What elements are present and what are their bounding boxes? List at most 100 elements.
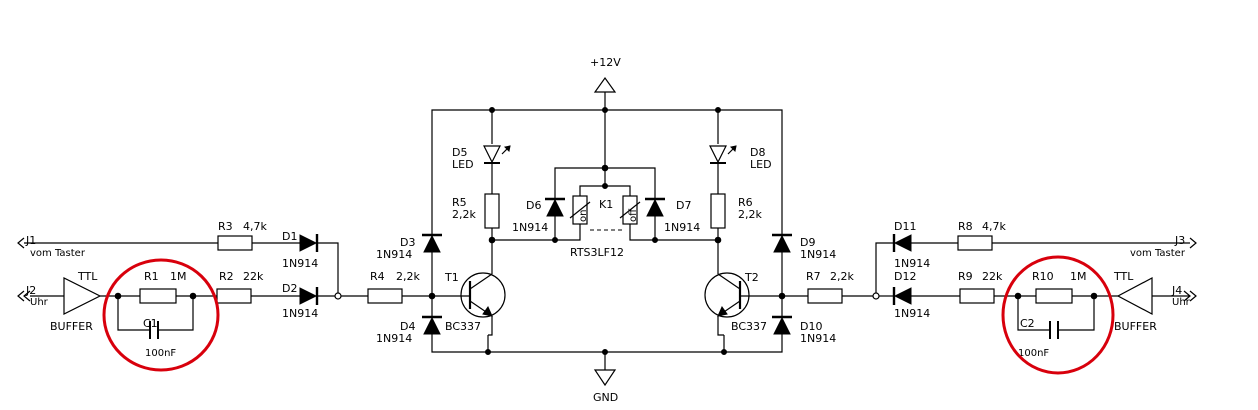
resistor-r7: R7 2,2k — [806, 270, 854, 304]
r9-value: 22k — [982, 270, 1003, 283]
supply-symbol: +12V — [590, 56, 621, 93]
led-d8: D8 LED — [709, 145, 772, 194]
r3-value: 4,7k — [243, 220, 267, 233]
resistor-r8: R8 4,7k — [957, 220, 1006, 251]
connector-j1: J1 vom Taster — [17, 234, 86, 259]
d10-ref: D10 — [800, 320, 822, 333]
highlight-circle-left — [102, 258, 220, 372]
resistor-r10: R10 1M — [1032, 270, 1087, 304]
relay-ref: K1 — [599, 198, 613, 211]
d3-value: 1N914 — [376, 248, 412, 261]
d8-value: LED — [750, 158, 772, 171]
t2-ref: T2 — [744, 271, 759, 284]
diode-d12: D12 1N914 — [892, 270, 930, 320]
diode-d2: D2 1N914 — [282, 282, 318, 320]
relay-k1: K1 RTS3LF12 on off — [554, 164, 656, 259]
transistor-t2: T2 BC337 — [704, 271, 767, 336]
t1-ref: T1 — [444, 271, 459, 284]
diode-d11: D11 1N914 — [892, 220, 930, 270]
diode-d10: D10 1N914 — [772, 296, 836, 345]
d10-value: 1N914 — [800, 332, 836, 345]
supply-label: +12V — [590, 56, 621, 69]
d4-ref: D4 — [400, 320, 415, 333]
r7-value: 2,2k — [830, 270, 854, 283]
diode-d9: D9 1N914 — [772, 233, 836, 296]
capacitor-c1: C1 100nF — [143, 317, 176, 359]
d9-ref: D9 — [800, 236, 815, 249]
j3-ref: J3 — [1174, 234, 1185, 247]
d4-value: 1N914 — [376, 332, 412, 345]
j1-desc: vom Taster — [30, 248, 86, 259]
j4-desc: Uhr — [1172, 297, 1191, 308]
j1-ref: J1 — [25, 234, 36, 247]
r4-value: 2,2k — [396, 270, 420, 283]
connector-j4: J4 Uhr — [1171, 284, 1197, 308]
r9-ref: R9 — [958, 270, 973, 283]
d11-value: 1N914 — [894, 257, 930, 270]
capacitor-c2: C2 100nF — [1018, 317, 1059, 359]
r2-ref: R2 — [219, 270, 234, 283]
connector-j2: J2 Uhr — [17, 284, 49, 308]
r6-ref: R6 — [738, 196, 753, 209]
relay-coil-off: off — [628, 208, 639, 222]
j4-ref: J4 — [1171, 284, 1182, 297]
diode-d6: D6 1N914 — [512, 197, 565, 234]
d6-value: 1N914 — [512, 221, 548, 234]
d1-value: 1N914 — [282, 257, 318, 270]
d6-ref: D6 — [526, 199, 541, 212]
d9-value: 1N914 — [800, 248, 836, 261]
resistor-r3: R3 4,7k — [217, 220, 267, 251]
buffer-right-top: TTL — [1113, 270, 1134, 283]
led-d5: D5 LED — [452, 145, 511, 194]
ground-symbol: GND — [593, 369, 618, 404]
junction-right-input — [872, 292, 880, 300]
supply-rail — [431, 92, 783, 240]
r10-ref: R10 — [1032, 270, 1054, 283]
d5-ref: D5 — [452, 146, 467, 159]
r3-ref: R3 — [218, 220, 233, 233]
relay-part: RTS3LF12 — [570, 246, 624, 259]
j3-desc: vom Taster — [1130, 248, 1186, 259]
r2-value: 22k — [243, 270, 264, 283]
c1-value: 100nF — [145, 348, 176, 359]
d2-value: 1N914 — [282, 307, 318, 320]
c2-ref: C2 — [1020, 317, 1035, 330]
ground-label: GND — [593, 391, 618, 404]
d2-ref: D2 — [282, 282, 297, 295]
resistor-r1: R1 1M — [139, 270, 187, 304]
junction-left-input — [334, 292, 342, 300]
c1-ref: C1 — [143, 317, 158, 330]
transistor-t1: T1 BC337 — [444, 240, 506, 336]
r4-ref: R4 — [370, 270, 385, 283]
highlight-circle-right — [1001, 255, 1115, 375]
diode-d3: D3 1N914 — [376, 233, 442, 296]
rc-network-right — [1014, 292, 1098, 331]
r5-value: 2,2k — [452, 208, 476, 221]
resistor-r6: R6 2,2k — [710, 193, 762, 229]
c2-value: 100nF — [1018, 348, 1049, 359]
buffer-left: TTL BUFFER — [50, 270, 102, 333]
r8-value: 4,7k — [982, 220, 1006, 233]
r1-value: 1M — [170, 270, 187, 283]
r10-value: 1M — [1070, 270, 1087, 283]
resistor-r5: R5 2,2k — [452, 193, 500, 229]
d5-value: LED — [452, 158, 474, 171]
d3-ref: D3 — [400, 236, 415, 249]
connector-j3: J3 vom Taster — [1130, 234, 1197, 259]
d7-ref: D7 — [676, 199, 691, 212]
j2-desc: Uhr — [30, 297, 49, 308]
resistor-r9: R9 22k — [958, 270, 1003, 304]
resistor-r4: R4 2,2k — [367, 270, 420, 304]
buffer-left-bottom: BUFFER — [50, 320, 93, 333]
ground-rail — [431, 333, 783, 370]
r7-ref: R7 — [806, 270, 821, 283]
buffer-right: TTL BUFFER — [1113, 270, 1157, 333]
d8-ref: D8 — [750, 146, 765, 159]
buffer-left-top: TTL — [77, 270, 98, 283]
r1-ref: R1 — [144, 270, 159, 283]
t2-value: BC337 — [731, 320, 767, 333]
d12-value: 1N914 — [894, 307, 930, 320]
d11-ref: D11 — [894, 220, 916, 233]
d12-ref: D12 — [894, 270, 916, 283]
